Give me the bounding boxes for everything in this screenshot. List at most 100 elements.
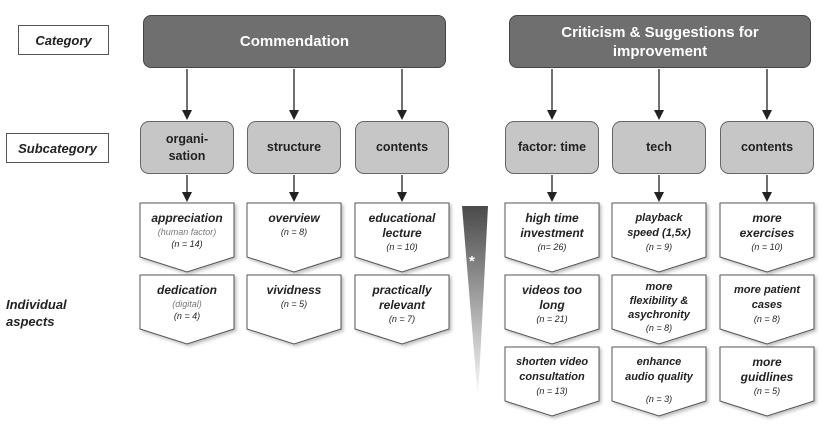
aspect-title: overview — [268, 211, 320, 225]
category-criticism: Criticism & Suggestions for improvement — [509, 15, 811, 68]
aspect-title-line2: guidlines — [740, 370, 794, 384]
aspect-title-line2: lecture — [382, 226, 422, 240]
subcategory-organisation-line1: organi- — [165, 131, 209, 146]
aspect-more-patient-cases: more patient cases (n = 8) — [720, 283, 814, 325]
aspect-title: shorten video — [515, 356, 589, 368]
category-label: Category — [18, 25, 109, 55]
subcategory-tech: tech — [612, 121, 706, 174]
aspect-title-line2: relevant — [378, 298, 426, 312]
aspect-box-overview — [246, 202, 342, 273]
subcategory-factor-time-text: factor: time — [517, 140, 587, 154]
aspect-title-line2: exercises — [739, 226, 795, 240]
aspect-playback-speed: playback speed (1,5x) (n = 9) — [612, 211, 706, 253]
aspect-title-line2: audio quality — [625, 371, 693, 383]
individual-label-line2: aspects — [6, 314, 55, 329]
gradient-wedge — [462, 206, 488, 400]
subcategory-contents-criticism: contents — [720, 121, 814, 174]
aspect-title: more patient — [733, 284, 800, 296]
aspect-count: (n = 10) — [386, 242, 418, 252]
aspect-count: (n = 7) — [388, 314, 416, 324]
aspect-count: (n= 26) — [537, 242, 567, 252]
aspect-title-line2: cases — [751, 299, 783, 311]
aspect-count: (n = 14) — [171, 239, 203, 249]
subcategory-contents-criticism-text: contents — [740, 140, 794, 154]
aspect-title: educational — [368, 211, 436, 225]
aspect-title: more — [645, 281, 673, 293]
subcategory-contents-commendation: contents — [355, 121, 449, 174]
category-criticism-line2: improvement — [612, 42, 708, 60]
subcategory-organisation-line2: sation — [168, 148, 206, 163]
aspect-title-line2: investment — [520, 226, 584, 240]
aspect-title-line2: consultation — [519, 371, 585, 383]
category-commendation: Commendation — [143, 15, 446, 68]
individual-label-line1: Individual — [6, 297, 67, 312]
aspect-title-line2: flexibility & — [629, 295, 689, 307]
aspect-box-appreciation — [139, 202, 235, 273]
aspect-vividness: vividness (n = 5) — [247, 283, 341, 310]
aspect-count: (n = 8) — [645, 323, 673, 333]
aspect-title: more — [752, 211, 782, 225]
aspect-count: (n = 10) — [751, 242, 783, 252]
subcategory-structure-text: structure — [266, 140, 322, 154]
aspect-title: vividness — [266, 283, 322, 297]
category-arrows — [182, 69, 772, 120]
aspect-count: (n = 8) — [753, 314, 781, 324]
aspect-title-line2: long — [539, 298, 565, 312]
aspect-count: (n = 5) — [753, 386, 781, 396]
aspect-educational-lecture: educational lecture (n = 10) — [355, 211, 449, 253]
subcategory-factor-time: factor: time — [505, 121, 599, 174]
subcategory-arrows — [182, 175, 772, 202]
aspect-shorten-video: shorten video consultation (n = 13) — [505, 355, 599, 397]
category-criticism-line1: Criticism & Suggestions for — [561, 23, 759, 41]
aspect-box-more-guidlines — [719, 346, 815, 417]
aspect-overview: overview (n = 8) — [247, 211, 341, 238]
aspect-box-enhance-audio — [611, 346, 707, 417]
aspect-box-playback-speed — [611, 202, 707, 273]
aspect-appreciation: appreciation (human factor) (n = 14) — [140, 211, 234, 250]
aspect-title: more — [752, 355, 782, 369]
aspect-title: videos too — [521, 283, 582, 297]
aspect-count: (n = 4) — [173, 311, 201, 321]
aspect-subtitle: (human factor) — [157, 227, 217, 237]
aspect-title-line3: asychronity — [628, 309, 690, 321]
subcategory-structure: structure — [247, 121, 341, 174]
aspect-title: practically — [372, 283, 432, 297]
aspect-enhance-audio: enhance audio quality (n = 3) — [612, 355, 706, 405]
subcategory-organisation: organi-sation — [140, 121, 234, 174]
aspect-title: high time — [525, 211, 579, 225]
aspect-box-videos-too-long — [504, 274, 600, 345]
aspect-subtitle: (digital) — [172, 299, 202, 309]
aspect-box-high-time-investment — [504, 202, 600, 273]
aspect-more-exercises: more exercises (n = 10) — [720, 211, 814, 253]
aspect-videos-too-long: videos too long (n = 21) — [505, 283, 599, 325]
aspect-more-flexibility: more flexibility & asychronity (n = 8) — [612, 280, 706, 334]
aspect-count: (n = 9) — [645, 242, 673, 252]
wedge-star: * — [469, 253, 475, 270]
subcategory-tech-text: tech — [646, 140, 672, 154]
aspect-count: (n = 3) — [645, 394, 673, 404]
aspect-practically-relevant: practically relevant (n = 7) — [355, 283, 449, 325]
aspect-dedication: dedication (digital) (n = 4) — [140, 283, 234, 322]
subcategory-label: Subcategory — [6, 133, 109, 163]
subcategory-contents-commendation-text: contents — [375, 140, 429, 154]
aspect-title: dedication — [156, 283, 217, 297]
aspect-box-vividness — [246, 274, 342, 345]
category-commendation-text: Commendation — [239, 33, 350, 50]
aspect-high-time-investment: high time investment (n= 26) — [505, 211, 599, 253]
aspect-box-shorten-video — [504, 346, 600, 417]
aspect-count: (n = 13) — [536, 386, 568, 396]
aspect-more-guidlines: more guidlines (n = 5) — [720, 355, 814, 397]
aspect-boxes — [139, 202, 815, 417]
aspect-title: appreciation — [151, 211, 223, 225]
aspect-count: (n = 21) — [536, 314, 568, 324]
aspect-count: (n = 8) — [280, 227, 308, 237]
aspect-count: (n = 5) — [280, 299, 308, 309]
aspect-box-more-flexibility — [611, 274, 707, 345]
aspect-title: playback — [635, 212, 683, 224]
aspect-box-more-exercises — [719, 202, 815, 273]
aspect-box-educational-lecture — [354, 202, 450, 273]
aspect-title: enhance — [636, 356, 682, 368]
individual-aspects-label: Individual aspects — [6, 296, 98, 330]
aspect-box-practically-relevant — [354, 274, 450, 345]
